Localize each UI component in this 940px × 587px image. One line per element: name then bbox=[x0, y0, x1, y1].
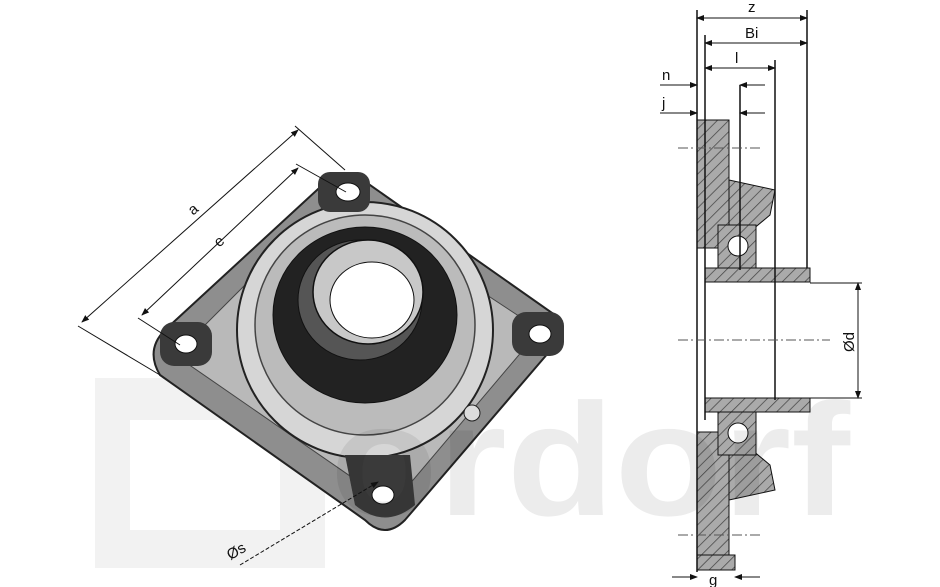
label-g: g bbox=[709, 572, 717, 587]
mounting-hole-bottom bbox=[345, 455, 415, 518]
label-n: n bbox=[662, 67, 670, 84]
mounting-hole-left bbox=[160, 322, 212, 366]
label-d: Ød bbox=[841, 332, 858, 352]
label-z: z bbox=[748, 0, 756, 16]
dimension-lines-section bbox=[660, 15, 862, 580]
label-bi: Bi bbox=[745, 25, 758, 42]
label-a: a bbox=[185, 200, 203, 219]
bore bbox=[329, 261, 415, 339]
grease-nipple bbox=[463, 404, 481, 422]
flange-bearing-section bbox=[678, 10, 830, 572]
watermark-logo: ordorf bbox=[330, 370, 851, 549]
mounting-hole-right bbox=[512, 312, 564, 356]
dimension-lines-perspective bbox=[77, 125, 379, 566]
label-j: j bbox=[661, 95, 665, 112]
label-l: l bbox=[735, 50, 738, 67]
mounting-hole-top bbox=[318, 172, 370, 212]
